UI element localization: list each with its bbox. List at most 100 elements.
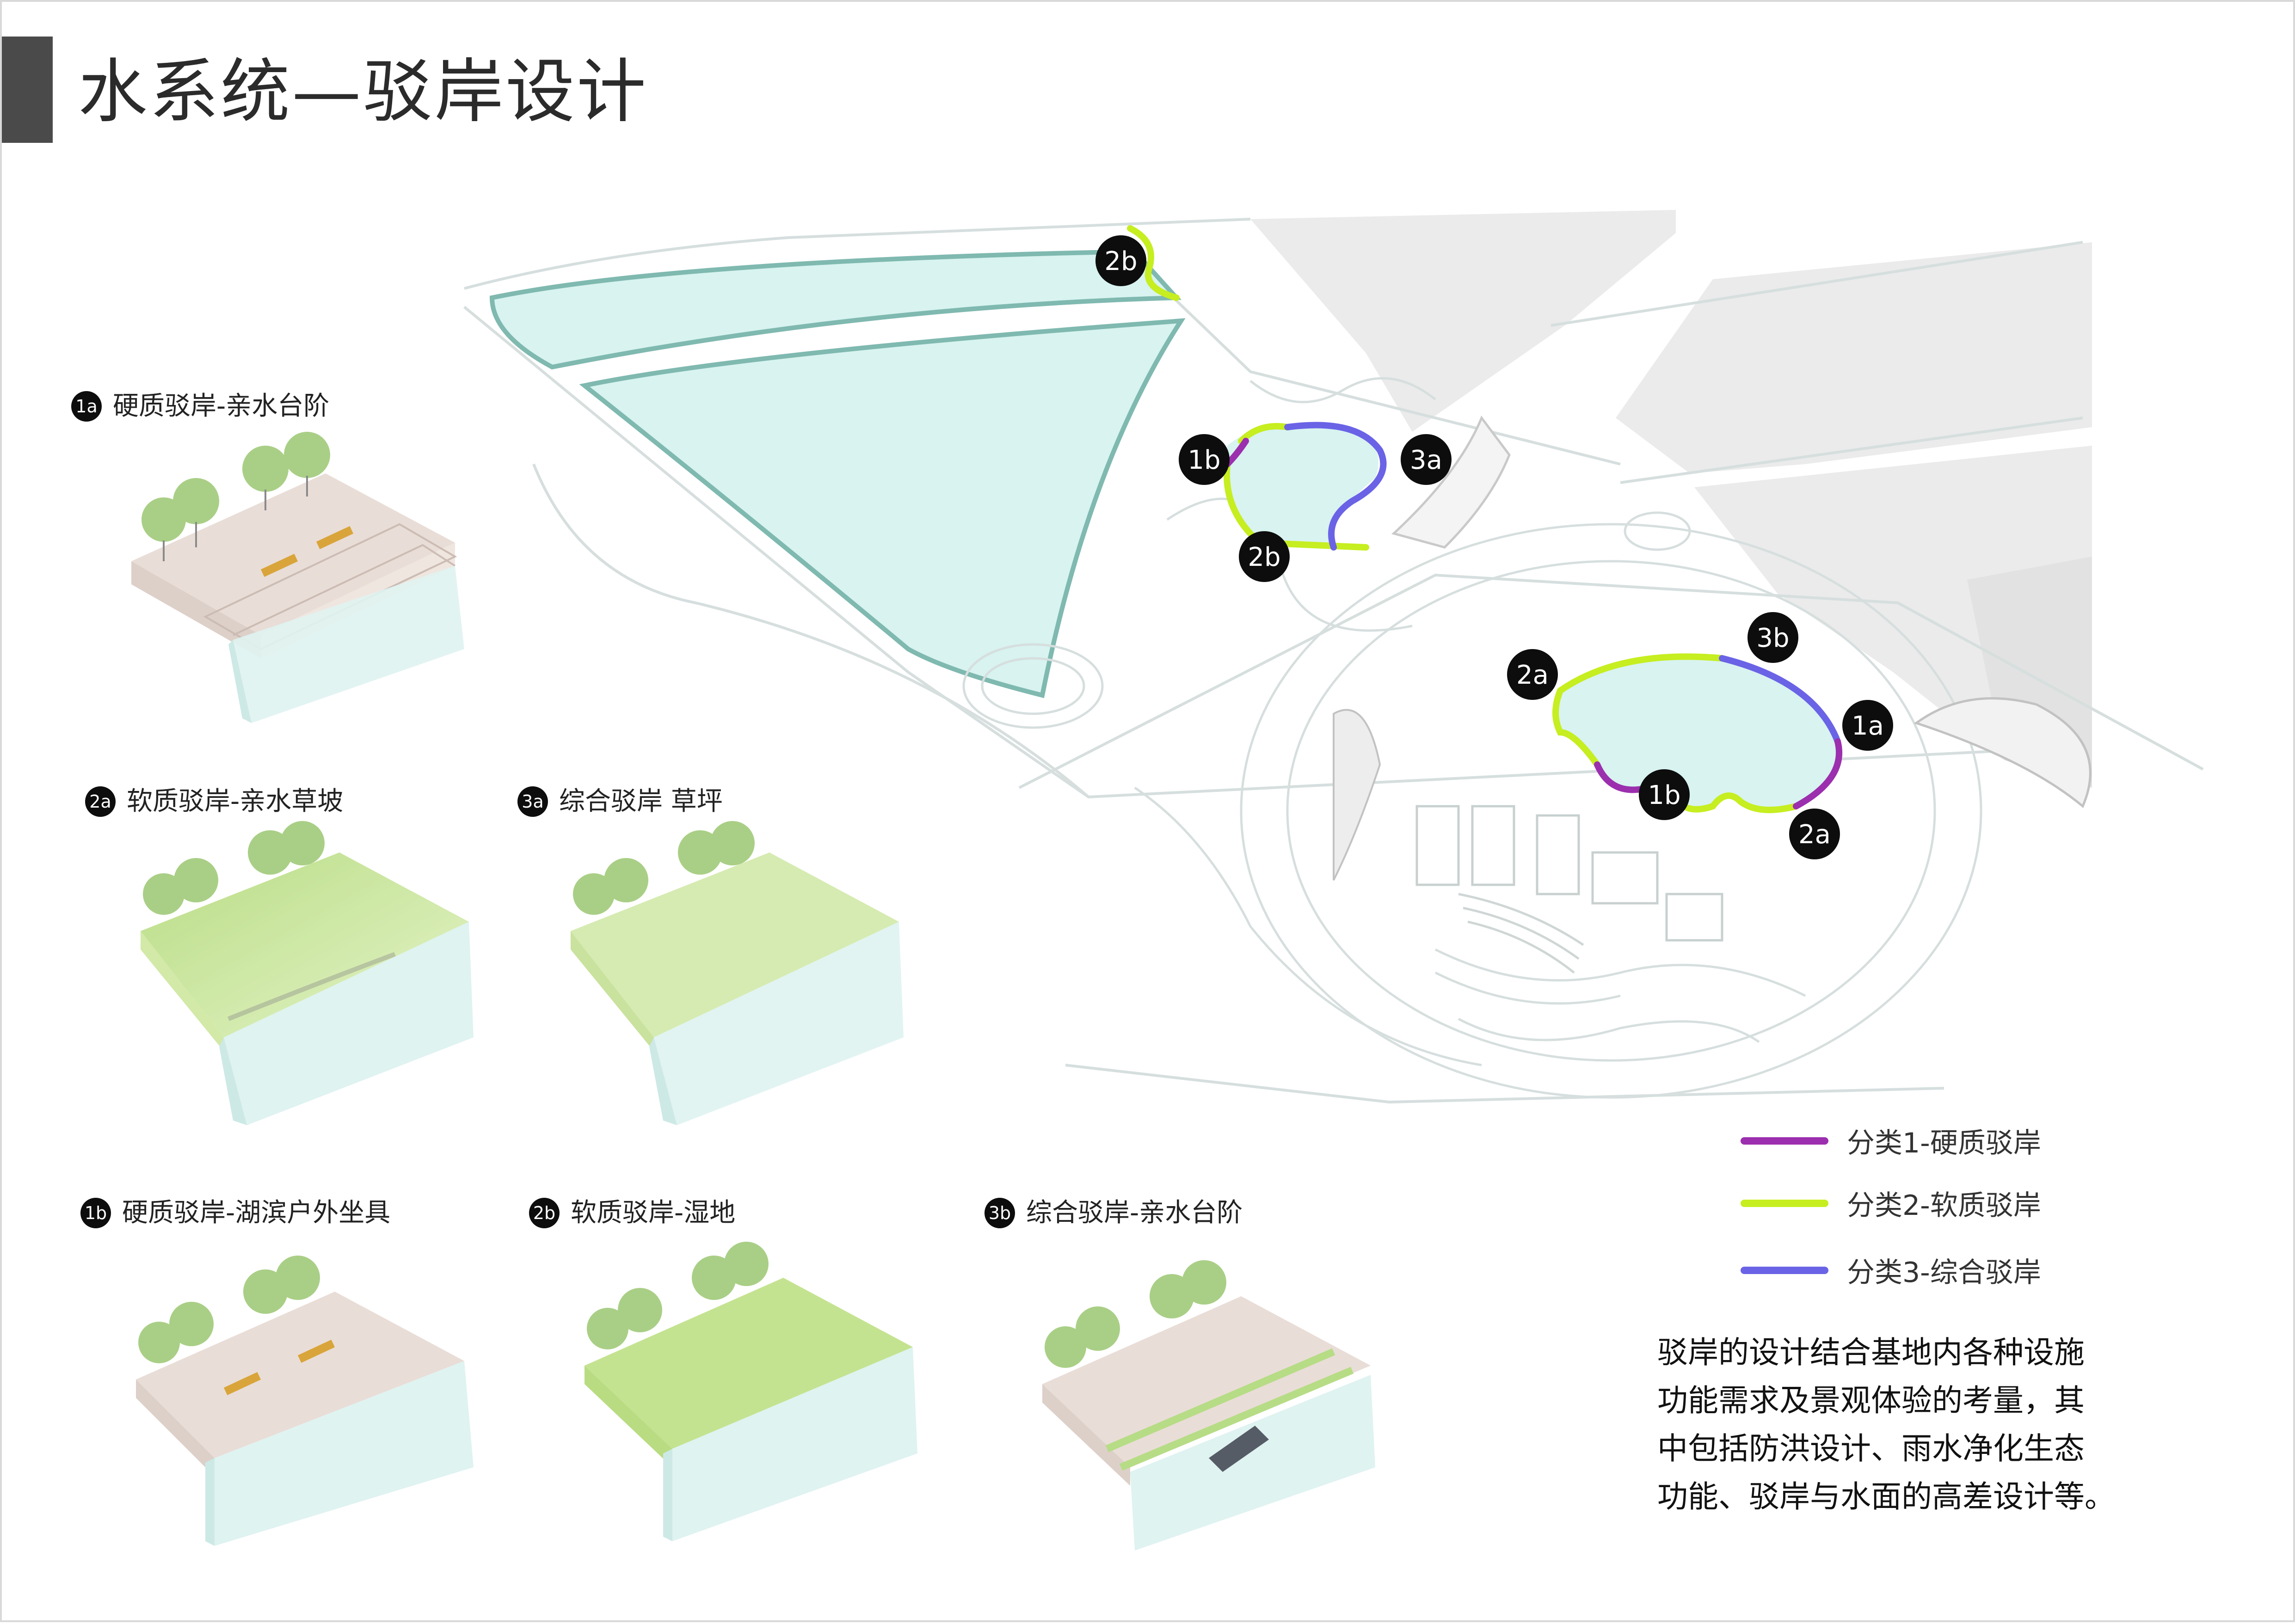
path-ribbon-2 — [1249, 377, 1436, 404]
court-3 — [1536, 814, 1580, 895]
pond-north-edge-combined — [1284, 422, 1387, 551]
path-ribbon-5 — [1458, 1017, 1760, 1043]
description-line-1: 驳岸的设计结合基地内各种设施 — [1657, 1335, 2085, 1370]
road-outline-9 — [532, 463, 1089, 798]
map-marker-3a[interactable]: 3a — [1401, 434, 1452, 485]
map-marker-2a-south[interactable]: 2a — [1789, 809, 1840, 859]
card-1a-label: 1a 硬质驳岸-亲水台阶 — [71, 390, 329, 423]
legend-swatch-soft — [1741, 1199, 1828, 1207]
card-1b-title: 硬质驳岸-湖滨户外坐具 — [122, 1198, 391, 1228]
pond-north-edge-soft-top — [1238, 423, 1291, 444]
svg-text:1b: 1b — [1187, 445, 1220, 475]
pond-north-edge-soft — [1223, 461, 1369, 551]
dome-building — [1914, 697, 2092, 809]
card-1b-illustration — [136, 1256, 474, 1546]
card-1b-label: 1b 硬质驳岸-湖滨户外坐具 — [80, 1197, 390, 1229]
road-outline-3 — [907, 671, 2005, 799]
svg-text:1b: 1b — [1648, 780, 1680, 810]
stadium-track-outer — [962, 643, 1104, 729]
card-3a-badge: 3a — [517, 786, 548, 817]
parcel-grey-se — [1694, 446, 2092, 788]
map-marker-3b[interactable]: 3b — [1747, 612, 1798, 663]
dome-building-west — [1333, 709, 1381, 881]
card-2b-badge: 2b — [529, 1198, 560, 1228]
path-ribbon-1 — [1166, 497, 1413, 632]
road-outline-7 — [1018, 573, 2204, 789]
path-ribbon-3 — [1434, 948, 1806, 997]
legend-item-combined: 分类3-综合驳岸 — [1741, 1250, 2041, 1290]
legend-label-hard: 分类1-硬质驳岸 — [1847, 1127, 2041, 1159]
path-ribbon-6 — [1134, 786, 1482, 1066]
map-marker-1b-north[interactable]: 1b — [1179, 434, 1230, 485]
card-2a-title: 软质驳岸-亲水草坡 — [127, 786, 344, 816]
pond-main-edge-soft-west — [1552, 687, 1600, 768]
legend-swatch-hard — [1741, 1137, 1828, 1145]
svg-text:2a: 2a — [1516, 660, 1549, 690]
pond-main — [1556, 656, 1840, 810]
card-1a-badge: 1a — [71, 391, 102, 422]
card-3b-title: 综合驳岸-亲水台阶 — [1026, 1198, 1243, 1228]
pond-north — [1226, 425, 1378, 547]
legend-swatch-combined — [1741, 1266, 1828, 1274]
map-marker-2b-south[interactable]: 2b — [1239, 531, 1290, 582]
park-ellipse-inner — [1286, 560, 1936, 1062]
map-marker-2b-north[interactable]: 2b — [1095, 235, 1146, 286]
pond-main-edge-soft — [1557, 653, 1725, 694]
card-2b-label: 2b 软质驳岸-湿地 — [529, 1197, 735, 1229]
parcel-grey-e — [1616, 242, 2092, 473]
road-outline-5 — [1551, 241, 2083, 327]
page-title: 水系统—驳岸设计 — [78, 52, 648, 132]
court-2 — [1471, 805, 1515, 886]
round-pavilion — [1624, 511, 1691, 551]
svg-text:2b: 2b — [1104, 246, 1137, 276]
legend-item-soft: 分类2-软质驳岸 — [1741, 1183, 2041, 1223]
svg-text:1a: 1a — [1852, 711, 1884, 741]
card-1a-title: 硬质驳岸-亲水台阶 — [113, 391, 330, 421]
card-3b-label: 3b 综合驳岸-亲水台阶 — [984, 1197, 1243, 1229]
card-3a-title: 综合驳岸 草坪 — [559, 786, 723, 816]
court-4 — [1591, 851, 1659, 905]
card-1a-illustration — [131, 432, 464, 723]
description-line-3: 中包括防洪设计、雨水净化生态 — [1657, 1431, 2085, 1466]
legend-label-soft: 分类2-软质驳岸 — [1847, 1189, 2041, 1222]
svg-text:2b: 2b — [1248, 542, 1280, 572]
legend-label-combined: 分类3-综合驳岸 — [1847, 1256, 2041, 1289]
court-1 — [1415, 805, 1460, 886]
card-3a-illustration — [571, 821, 904, 1125]
card-3b-badge: 3b — [984, 1198, 1015, 1228]
map-marker-1b-south[interactable]: 1b — [1639, 769, 1690, 820]
lake-north — [489, 249, 1181, 370]
map-marker-1a[interactable]: 1a — [1842, 700, 1893, 751]
road-outline-4 — [1133, 259, 1621, 466]
amphitheatre-arc-2 — [1463, 907, 1580, 960]
card-3a-label: 3a 综合驳岸 草坪 — [517, 785, 723, 818]
amphitheatre-arc-1 — [1458, 893, 1584, 946]
title-accent-bar — [2, 37, 53, 143]
svg-text:2a: 2a — [1798, 820, 1831, 850]
svg-text:3b: 3b — [1756, 623, 1789, 653]
road-outline-8 — [1065, 1064, 1944, 1104]
description-text: 驳岸的设计结合基地内各种设施 功能需求及景观体验的考量，其 中包括防洪设计、雨水… — [1657, 1329, 2166, 1521]
card-2a-illustration — [141, 821, 474, 1125]
stadium-track-inner — [981, 657, 1085, 715]
road-outline-2 — [463, 306, 909, 674]
card-2a-label: 2a 软质驳岸-亲水草坡 — [85, 785, 343, 818]
amphitheatre-arc-3 — [1467, 920, 1575, 974]
pond-north-edge-hard — [1224, 438, 1249, 467]
card-2b-title: 软质驳岸-湿地 — [571, 1198, 736, 1228]
lake-west — [579, 318, 1186, 699]
parcel-grey-sw — [1967, 557, 2092, 788]
description-line-4: 功能、驳岸与水面的高差设计等。 — [1657, 1479, 2115, 1514]
legend-item-hard: 分类1-硬质驳岸 — [1741, 1121, 2041, 1161]
map-marker-2a-west[interactable]: 2a — [1507, 649, 1558, 700]
park-ellipse-outer — [1240, 523, 1982, 1099]
card-3b-illustration — [1042, 1260, 1375, 1550]
svg-text:3a: 3a — [1410, 445, 1442, 475]
building-cluster — [1391, 416, 1511, 549]
pond-main-edge-hard-east — [1793, 738, 1843, 809]
card-1b-badge: 1b — [80, 1198, 111, 1228]
pond-main-edge-combined — [1719, 655, 1841, 745]
card-2b-illustration — [585, 1242, 917, 1541]
court-5 — [1665, 893, 1723, 942]
